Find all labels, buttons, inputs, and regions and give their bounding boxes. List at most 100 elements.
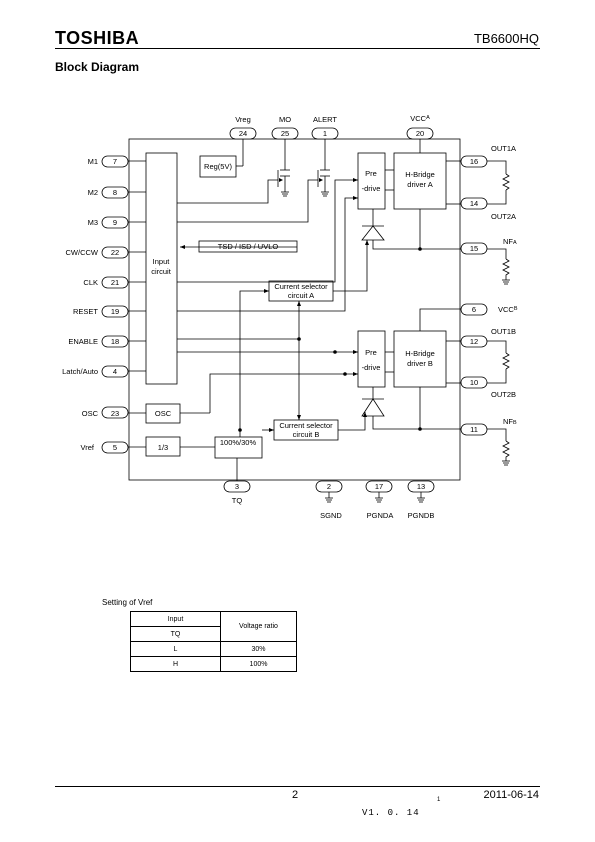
wiring <box>128 139 510 498</box>
vref-table-caption: Setting of Vref <box>102 598 153 607</box>
vref-header-tq: TQ <box>130 626 221 642</box>
pin-num-11: 11 <box>470 425 478 434</box>
junction-dots <box>238 247 422 432</box>
ground-symbols <box>281 191 510 503</box>
current-selector-b-label-1: Current selector <box>279 421 333 430</box>
vref-row-tq: L <box>130 641 221 657</box>
pin-num-8: 8 <box>113 188 117 197</box>
hbridge-a-label-1: H-Bridge <box>405 170 435 179</box>
pin-num-2: 2 <box>327 482 331 491</box>
pin-num-20: 20 <box>416 129 424 138</box>
pin-label-out2a: OUT2A <box>491 212 516 221</box>
pin-num-23: 23 <box>111 409 119 418</box>
tsd-label: TSD / ISD / UVLO <box>218 242 279 251</box>
toshiba-logo: TOSHIBA <box>55 28 140 48</box>
pin-label-sgnd: SGND <box>320 511 342 520</box>
divider-label: 1/3 <box>158 443 168 452</box>
divider-box <box>145 436 181 457</box>
predrive-b-label-1: Pre <box>365 348 377 357</box>
regulator-label: Reg(5V) <box>204 162 232 171</box>
pin-num-4: 4 <box>113 367 117 376</box>
header-rule <box>55 48 540 49</box>
predrive-b-box <box>357 330 386 388</box>
pin-label-reset: RESET <box>73 307 98 316</box>
pin-num-15: 15 <box>470 244 478 253</box>
input-circuit-box <box>145 152 178 385</box>
hbridge-b-label-1: H-Bridge <box>405 349 435 358</box>
pin-num-12: 12 <box>470 337 478 346</box>
pin-num-16: 16 <box>470 157 478 166</box>
pin-label-alert: ALERT <box>313 115 337 124</box>
pin-label-out1a: OUT1A <box>491 144 516 153</box>
pin-label-out2b: OUT2B <box>491 390 516 399</box>
input-circuit-label-1: Input <box>153 257 171 266</box>
pin-label-mo: MO <box>279 115 291 124</box>
pin-num-13: 13 <box>417 482 425 491</box>
table-row: H 100% <box>130 656 297 672</box>
block-diagram: M1 M2 M3 CW/CCW CLK RESET ENABLE Latch/A… <box>62 114 518 520</box>
pin-label-vref: Vref <box>81 443 95 452</box>
hbridge-b-label-2: driver B <box>407 359 433 368</box>
ratio-box <box>214 436 263 459</box>
pin-num-22: 22 <box>111 248 119 257</box>
pin-label-vreg: Vreg <box>235 115 251 124</box>
pin-label-clk: CLK <box>83 278 98 287</box>
pin-num-17: 17 <box>375 482 383 491</box>
vref-header-input: Input <box>130 611 221 627</box>
predrive-a-label-1: Pre <box>365 169 377 178</box>
vref-table: Input Voltage ratio TQ L 30% H 100% <box>130 611 297 672</box>
part-number: TB6600HQ <box>473 31 539 46</box>
pin-label-osc: OSC <box>82 409 99 418</box>
predrive-a-box <box>357 152 386 210</box>
regulator-box <box>199 155 237 178</box>
table-row: L 30% <box>130 641 297 657</box>
current-selector-a-label-2: circuit A <box>288 291 314 300</box>
hbridge-a-label-2: driver A <box>407 180 432 189</box>
page-number: 2 <box>292 789 299 801</box>
pin-label-vccb: VCCB <box>498 305 518 314</box>
pin-label-pgnda: PGNDA <box>367 511 394 520</box>
pin-num-3: 3 <box>235 482 239 491</box>
comparators <box>361 225 385 417</box>
pin-num-25: 25 <box>281 129 289 138</box>
pin-num-6: 6 <box>472 305 476 314</box>
pin-num-14: 14 <box>470 199 478 208</box>
vref-row-ratio: 30% <box>220 641 297 657</box>
pin-label-enable: ENABLE <box>68 337 98 346</box>
footer-date: 2011-06-14 <box>483 789 539 801</box>
footer-rule <box>55 786 540 787</box>
arrowheads <box>180 178 369 432</box>
pin-label-latch-auto: Latch/Auto <box>62 367 98 376</box>
pin-num-19: 19 <box>111 307 119 316</box>
tsd-box <box>198 240 298 253</box>
pin-label-m1: M1 <box>88 157 98 166</box>
pin-label-m2: M2 <box>88 188 98 197</box>
pin-label-tq: TQ <box>232 496 243 505</box>
current-selector-a-label-1: Current selector <box>274 282 328 291</box>
pin-label-pgndb: PGNDB <box>408 511 435 520</box>
pin-label-cw-ccw: CW/CCW <box>66 248 99 257</box>
pin-label-m3: M3 <box>88 218 98 227</box>
footer-note: 1 <box>437 797 441 803</box>
vref-row-tq: H <box>130 656 221 672</box>
pin-num-9: 9 <box>113 218 117 227</box>
input-circuit-label-2: circuit <box>151 267 172 276</box>
version-label: V1. 0. 14 <box>362 808 420 818</box>
section-title: Block Diagram <box>55 60 140 74</box>
current-selector-b-label-2: circuit B <box>293 430 320 439</box>
predrive-a-label-2: -drive <box>362 184 381 193</box>
predrive-b-label-2: -drive <box>362 363 381 372</box>
pin-num-18: 18 <box>111 337 119 346</box>
pin-num-24: 24 <box>239 129 247 138</box>
pin-num-5: 5 <box>113 443 117 452</box>
pin-label-nfb: NFB <box>503 417 517 426</box>
osc-block-label: OSC <box>155 409 172 418</box>
pin-label-out1b: OUT1B <box>491 327 516 336</box>
pin-num-21: 21 <box>111 278 119 287</box>
vref-header-ratio: Voltage ratio <box>220 611 297 642</box>
vref-row-ratio: 100% <box>220 656 297 672</box>
pin-label-vcca: VCCA <box>410 114 430 123</box>
pin-num-10: 10 <box>470 378 478 387</box>
pin-ovals <box>101 127 488 493</box>
pin-label-nfa: NFA <box>503 237 517 246</box>
